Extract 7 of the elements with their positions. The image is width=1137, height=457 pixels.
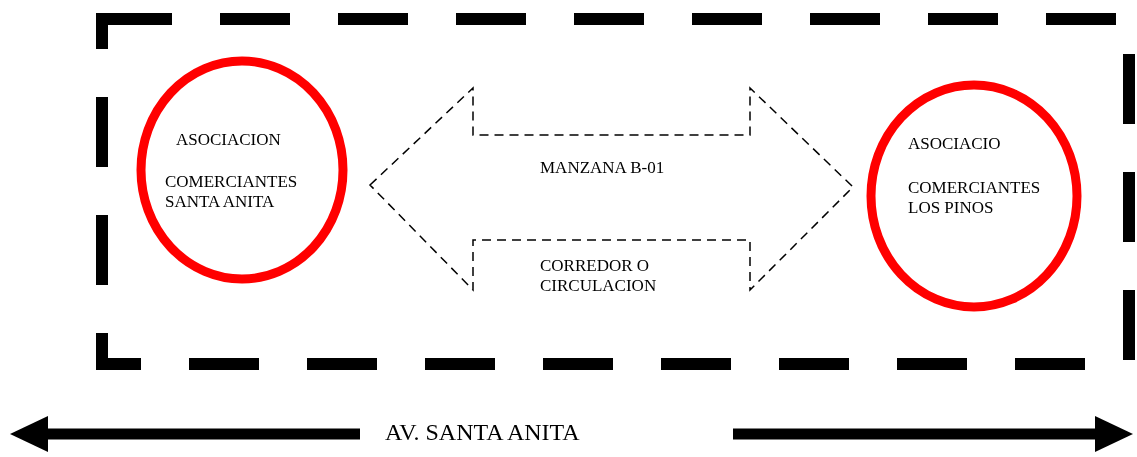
- node-text: COMERCIANTES LOS PINOS: [908, 178, 1042, 218]
- node-text: COMERCIANTES SANTA ANITA: [165, 172, 299, 212]
- street-name: AV. SANTA ANITA: [385, 418, 580, 446]
- heading-text: ASOCIACIO: [908, 134, 1002, 154]
- corridor-caption: CORREDOR O CIRCULACION: [540, 256, 658, 296]
- heading-text: ASOCIACION: [176, 130, 282, 150]
- heading-text: MANZANA B-01: [540, 158, 666, 178]
